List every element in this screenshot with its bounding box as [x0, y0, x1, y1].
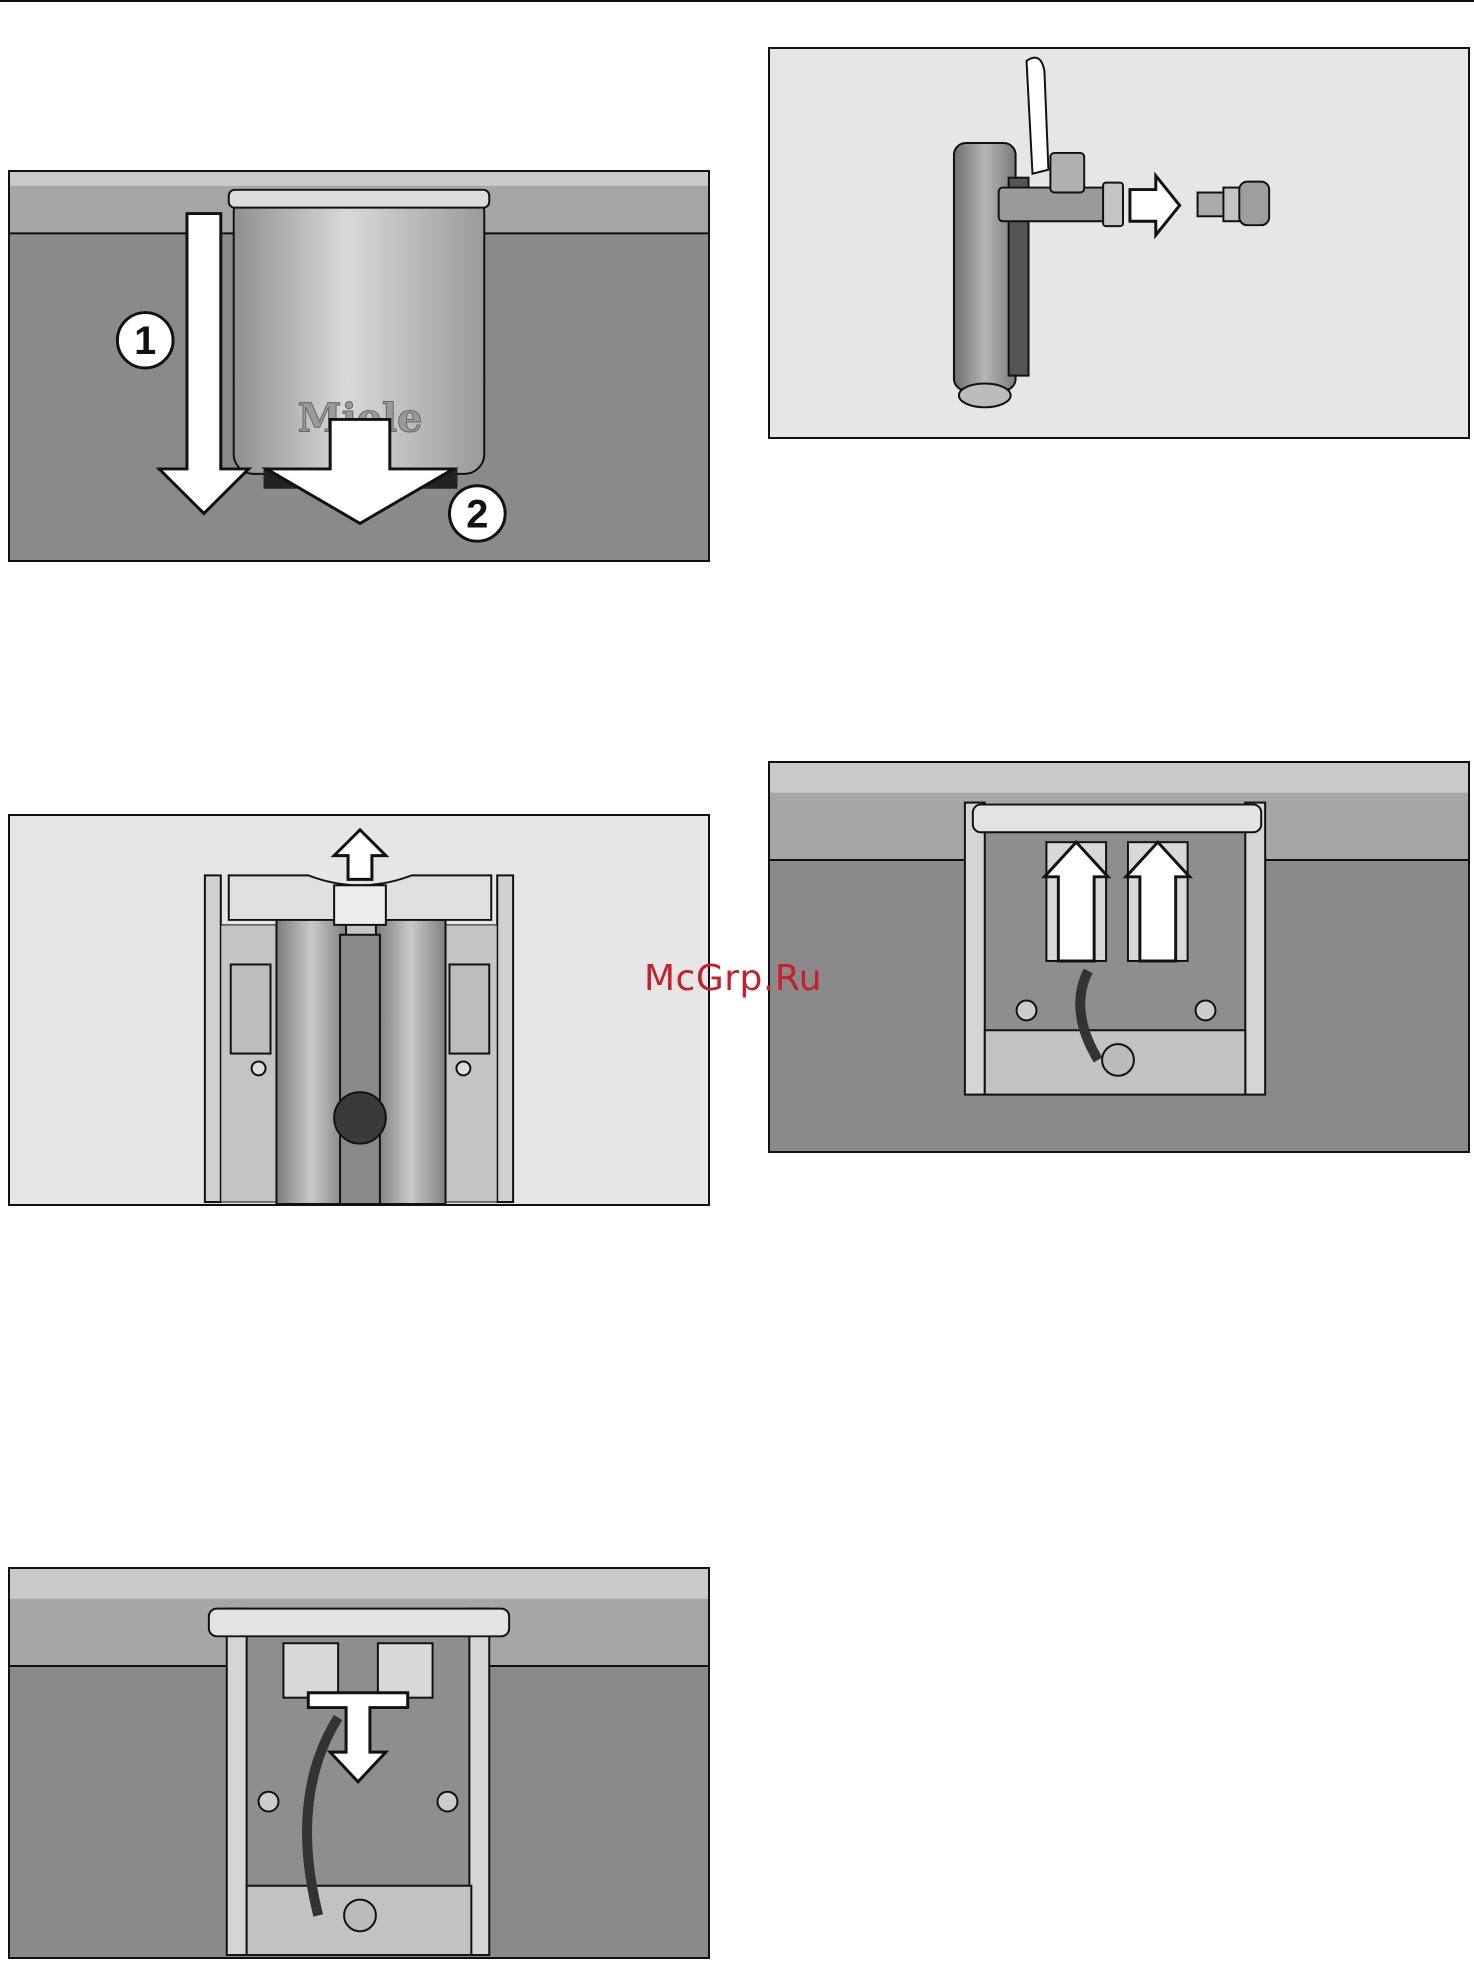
figure-holder-bracket	[8, 814, 710, 1206]
figure-remove-housing: Miele 1 2	[8, 170, 710, 562]
figure-remove-clip	[8, 1567, 710, 1959]
step-label-2: 2	[466, 492, 488, 536]
page-top-rule	[0, 0, 1474, 2]
step-label-1: 1	[134, 319, 156, 363]
illustration-remove-clip	[10, 1569, 708, 1957]
figure-insert-cartridges	[768, 761, 1470, 1153]
figure-cartridge-connector	[768, 47, 1470, 439]
number-circle-icon: 2	[449, 486, 505, 541]
illustration-holder-bracket	[10, 816, 708, 1204]
illustration-cartridge-connector	[770, 49, 1468, 437]
watermark-text: McGrp.Ru	[644, 958, 822, 999]
illustration-insert-cartridges	[770, 763, 1468, 1151]
number-circle-icon: 1	[117, 313, 173, 368]
illustration-remove-housing: Miele 1 2	[10, 172, 708, 560]
